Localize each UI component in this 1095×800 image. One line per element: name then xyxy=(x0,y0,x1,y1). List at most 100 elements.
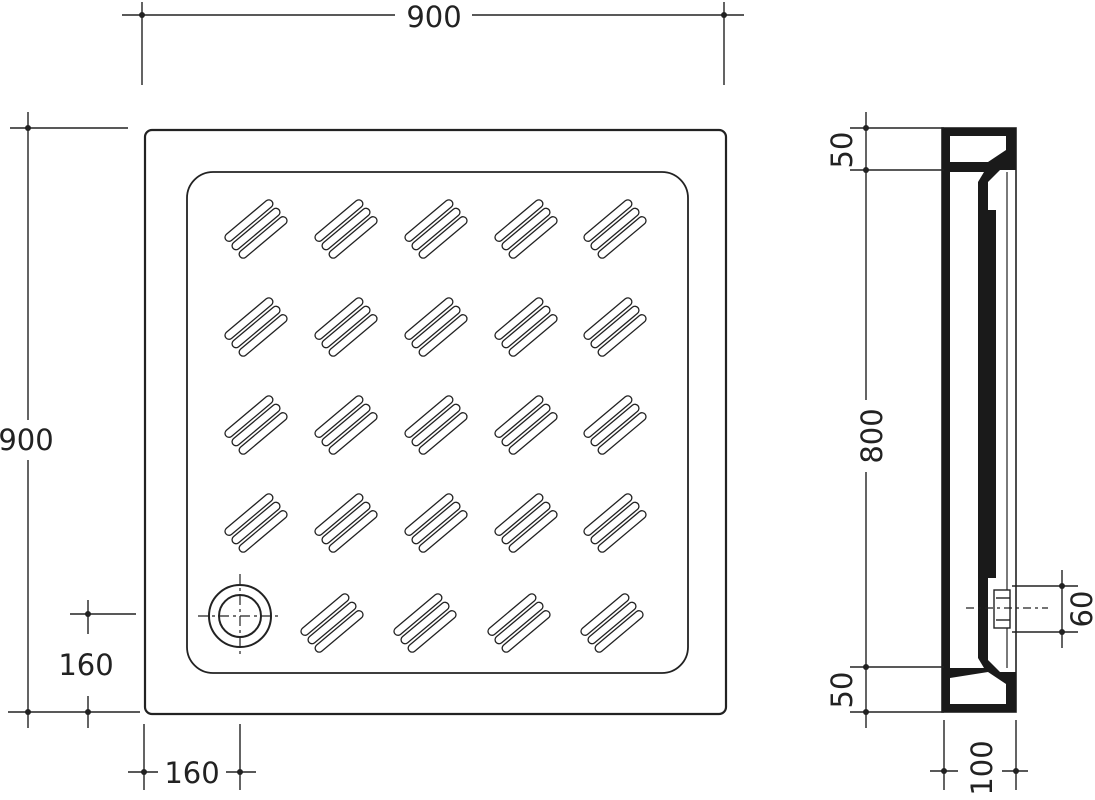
texture-slot xyxy=(494,601,544,645)
texture-group xyxy=(224,199,288,259)
dimension-section-top: 50 xyxy=(825,112,944,186)
texture-slot xyxy=(224,297,274,340)
texture-slot xyxy=(418,314,468,357)
texture-slot xyxy=(508,510,558,553)
texture-slot xyxy=(597,314,647,357)
texture-slot xyxy=(400,601,450,645)
texture-slot xyxy=(314,493,364,536)
texture-slot xyxy=(231,403,281,447)
dimension-drain-offset-y: 160 xyxy=(58,600,136,728)
texture-slot xyxy=(224,199,274,242)
texture-slot xyxy=(583,297,633,340)
dimension-label-top-width: 900 xyxy=(406,0,461,34)
texture-group xyxy=(224,395,288,455)
anti-slip-texture xyxy=(224,199,647,653)
texture-slot xyxy=(418,216,468,259)
texture-slot xyxy=(590,501,640,545)
texture-slot xyxy=(404,395,454,438)
texture-slot xyxy=(404,199,454,242)
texture-slot xyxy=(590,207,640,251)
texture-slot xyxy=(494,199,544,242)
texture-group xyxy=(314,395,378,455)
texture-slot xyxy=(224,395,274,438)
texture-group xyxy=(224,493,288,553)
texture-slot xyxy=(314,610,364,653)
texture-group xyxy=(583,199,647,259)
dimension-label-left-height: 900 xyxy=(0,423,54,457)
texture-slot xyxy=(404,297,454,340)
texture-slot xyxy=(238,412,288,455)
texture-group xyxy=(404,493,468,553)
dimension-top-width: 900 xyxy=(122,0,744,85)
texture-slot xyxy=(418,510,468,553)
texture-slot xyxy=(407,610,457,653)
texture-slot xyxy=(494,493,544,536)
texture-slot xyxy=(224,493,274,536)
texture-slot xyxy=(238,314,288,357)
dimension-section-drain: 60 xyxy=(1012,570,1095,648)
texture-group xyxy=(494,395,558,455)
drain xyxy=(198,574,282,658)
texture-group xyxy=(314,199,378,259)
dimension-drain-offset-x: 160 xyxy=(128,724,256,790)
texture-slot xyxy=(393,593,443,636)
dimension-label-section-depth: 100 xyxy=(965,740,999,795)
texture-slot xyxy=(321,305,371,349)
texture-slot xyxy=(501,305,551,349)
texture-slot xyxy=(501,403,551,447)
dimension-section-bottom: 50 xyxy=(825,650,944,728)
texture-group xyxy=(583,493,647,553)
texture-group xyxy=(494,493,558,553)
texture-group xyxy=(487,593,551,653)
texture-slot xyxy=(411,403,461,447)
texture-slot xyxy=(411,305,461,349)
texture-slot xyxy=(597,510,647,553)
dimension-label-section-inner: 800 xyxy=(855,408,889,463)
texture-slot xyxy=(583,395,633,438)
texture-group xyxy=(404,199,468,259)
dimension-label-section-top: 50 xyxy=(825,132,859,169)
tray-inner-basin xyxy=(186,171,689,674)
texture-slot xyxy=(307,601,357,645)
tray-plan-view xyxy=(143,128,728,716)
texture-slot xyxy=(411,207,461,251)
texture-slot xyxy=(597,216,647,259)
texture-slot xyxy=(314,199,364,242)
texture-slot xyxy=(587,601,637,645)
texture-slot xyxy=(231,501,281,545)
texture-slot xyxy=(590,403,640,447)
dimension-label-section-drain: 60 xyxy=(1065,591,1095,628)
texture-group xyxy=(494,199,558,259)
texture-slot xyxy=(494,395,544,438)
texture-slot xyxy=(321,403,371,447)
texture-slot xyxy=(328,412,378,455)
texture-slot xyxy=(321,207,371,251)
dimension-section-inner: 800 xyxy=(855,186,889,650)
dimension-label-drain-offset-x: 160 xyxy=(164,756,219,790)
texture-slot xyxy=(597,412,647,455)
texture-group xyxy=(404,395,468,455)
texture-slot xyxy=(231,305,281,349)
texture-slot xyxy=(590,305,640,349)
texture-slot xyxy=(583,493,633,536)
texture-group xyxy=(300,593,364,653)
texture-group xyxy=(404,297,468,357)
texture-slot xyxy=(501,610,551,653)
texture-slot xyxy=(508,314,558,357)
texture-slot xyxy=(494,297,544,340)
texture-group xyxy=(583,395,647,455)
texture-group xyxy=(494,297,558,357)
texture-slot xyxy=(328,314,378,357)
dimension-left-height: 900 xyxy=(0,112,140,728)
texture-slot xyxy=(487,593,537,636)
texture-slot xyxy=(501,501,551,545)
texture-slot xyxy=(238,216,288,259)
dimension-label-drain-offset-y: 160 xyxy=(58,648,113,682)
texture-slot xyxy=(508,216,558,259)
texture-slot xyxy=(314,297,364,340)
texture-slot xyxy=(328,216,378,259)
texture-slot xyxy=(508,412,558,455)
texture-slot xyxy=(580,593,630,636)
texture-slot xyxy=(583,199,633,242)
